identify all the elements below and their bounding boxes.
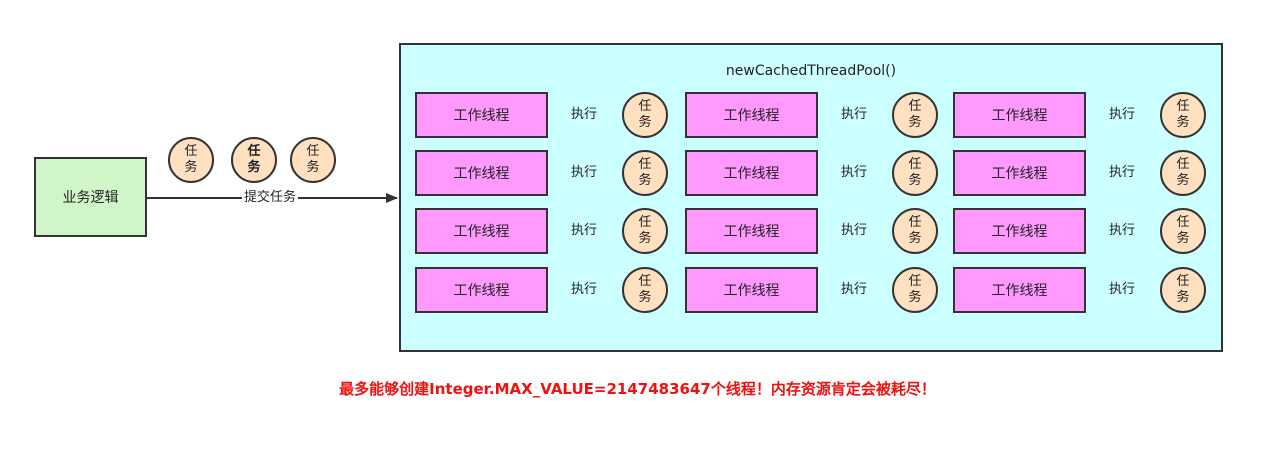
pool-task: 任务 <box>622 267 668 313</box>
pool-task-label: 任务 <box>908 274 922 305</box>
pool-task-label: 任务 <box>1176 215 1190 246</box>
worker-thread-label: 工作线程 <box>723 166 780 182</box>
worker-thread: 工作线程 <box>685 92 818 138</box>
submit-task-label: 提交任务 <box>242 190 299 206</box>
worker-thread: 工作线程 <box>953 150 1086 196</box>
worker-thread-label: 工作线程 <box>991 166 1048 182</box>
thread-pool-title: newCachedThreadPool() <box>725 63 897 79</box>
pool-task-label: 任务 <box>638 274 652 305</box>
exec-label: 执行 <box>570 165 599 181</box>
worker-thread: 工作线程 <box>415 92 548 138</box>
worker-thread-label: 工作线程 <box>453 224 510 240</box>
pool-task: 任务 <box>1160 267 1206 313</box>
queued-task-2: 任务 <box>231 137 277 183</box>
warning-text: 最多能够创建Integer.MAX_VALUE=2147483647个线程！内存… <box>339 380 936 398</box>
worker-thread-label: 工作线程 <box>991 108 1048 124</box>
worker-thread-label: 工作线程 <box>723 224 780 240</box>
worker-thread: 工作线程 <box>685 150 818 196</box>
pool-task: 任务 <box>622 92 668 138</box>
worker-thread-label: 工作线程 <box>723 283 780 299</box>
worker-thread: 工作线程 <box>953 267 1086 313</box>
pool-task: 任务 <box>892 267 938 313</box>
exec-label: 执行 <box>840 223 869 239</box>
exec-label: 执行 <box>840 282 869 298</box>
pool-task: 任务 <box>622 150 668 196</box>
worker-thread: 工作线程 <box>415 150 548 196</box>
pool-task-label: 任务 <box>1176 274 1190 305</box>
worker-thread: 工作线程 <box>953 92 1086 138</box>
pool-task-label: 任务 <box>638 157 652 188</box>
pool-task: 任务 <box>1160 92 1206 138</box>
pool-task: 任务 <box>892 208 938 254</box>
pool-task: 任务 <box>1160 150 1206 196</box>
exec-label: 执行 <box>840 165 869 181</box>
exec-label: 执行 <box>1108 165 1137 181</box>
exec-label: 执行 <box>570 282 599 298</box>
worker-thread-label: 工作线程 <box>991 283 1048 299</box>
worker-thread: 工作线程 <box>953 208 1086 254</box>
worker-thread-label: 工作线程 <box>723 108 780 124</box>
exec-label: 执行 <box>1108 282 1137 298</box>
pool-task: 任务 <box>892 92 938 138</box>
exec-label: 执行 <box>840 107 869 123</box>
queued-task-1: 任务 <box>168 137 214 183</box>
worker-thread: 工作线程 <box>685 267 818 313</box>
exec-label: 执行 <box>570 223 599 239</box>
pool-task: 任务 <box>1160 208 1206 254</box>
pool-task-label: 任务 <box>1176 99 1190 130</box>
business-logic-box: 业务逻辑 <box>34 157 147 237</box>
worker-thread-label: 工作线程 <box>991 224 1048 240</box>
business-logic-label: 业务逻辑 <box>62 190 119 206</box>
exec-label: 执行 <box>570 107 599 123</box>
pool-task: 任务 <box>622 208 668 254</box>
worker-thread: 工作线程 <box>415 208 548 254</box>
worker-thread: 工作线程 <box>685 208 818 254</box>
exec-label: 执行 <box>1108 107 1137 123</box>
exec-label: 执行 <box>1108 223 1137 239</box>
pool-task-label: 任务 <box>638 215 652 246</box>
pool-task-label: 任务 <box>1176 157 1190 188</box>
pool-task-label: 任务 <box>908 215 922 246</box>
pool-task-label: 任务 <box>908 99 922 130</box>
pool-task-label: 任务 <box>908 157 922 188</box>
pool-task: 任务 <box>892 150 938 196</box>
worker-thread-label: 工作线程 <box>453 283 510 299</box>
worker-thread-label: 工作线程 <box>453 166 510 182</box>
worker-thread-label: 工作线程 <box>453 108 510 124</box>
worker-thread: 工作线程 <box>415 267 548 313</box>
pool-task-label: 任务 <box>638 99 652 130</box>
queued-task-3: 任务 <box>290 137 336 183</box>
